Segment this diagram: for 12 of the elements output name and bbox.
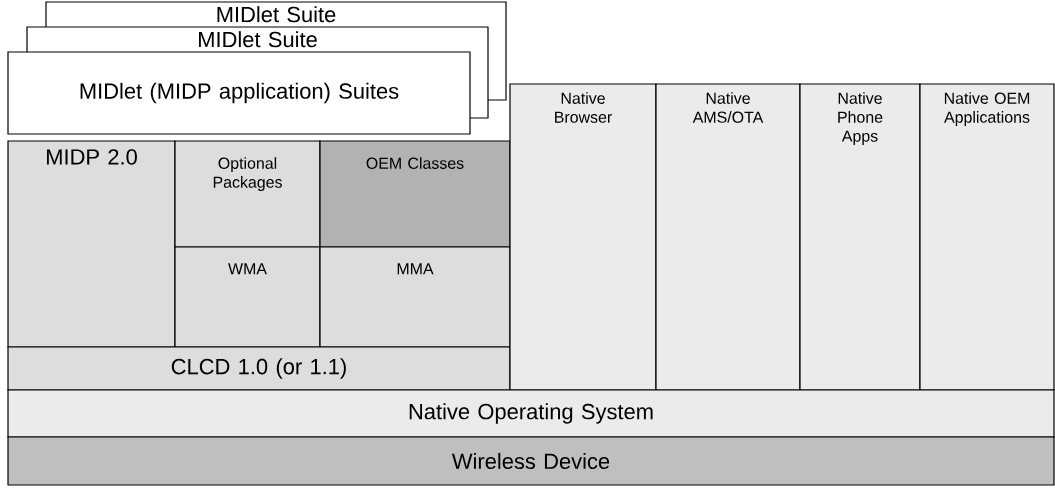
- layer-box: WMA: [174, 246, 321, 348]
- layer-box: Optional Packages: [174, 140, 321, 248]
- app-column: Native Browser: [509, 83, 657, 391]
- layer-box: CLCD 1.0 (or 1.1): [7, 346, 511, 391]
- layer-box: Wireless Device: [7, 436, 1055, 486]
- layer-box: Native Operating System: [7, 389, 1055, 438]
- app-column: Native Phone Apps: [799, 83, 921, 391]
- layer-box: OEM Classes: [319, 140, 511, 248]
- layer-box: MMA: [319, 246, 511, 348]
- suite-card: MIDlet (MIDP application) Suites: [7, 51, 471, 135]
- app-column: Native AMS/OTA: [655, 83, 801, 391]
- app-column: Native OEM Applications: [919, 83, 1055, 391]
